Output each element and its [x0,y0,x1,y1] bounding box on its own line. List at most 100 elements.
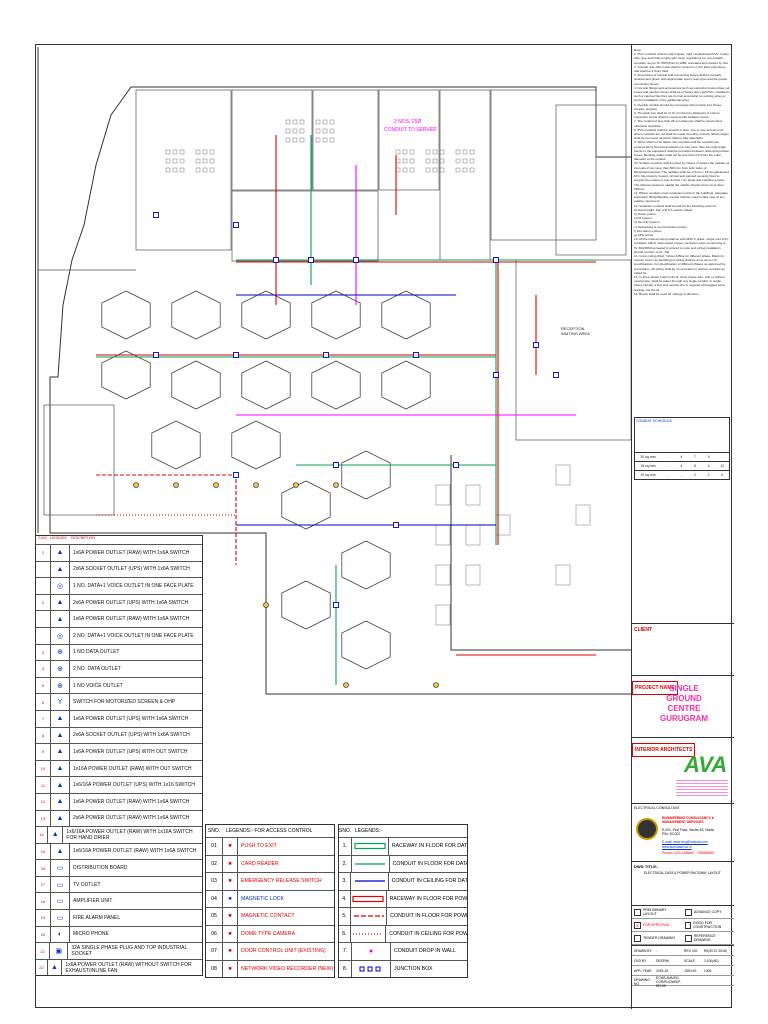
workstation-cluster [231,420,281,470]
chair [395,158,401,164]
plan-label-server-2: CONDUIT TO SERVER [384,127,437,133]
project-label: PROJECT NAME [632,681,678,695]
client-box: CLIENT [632,623,734,675]
legend-symbol-icon: ▣ [49,943,69,959]
chair [462,167,468,173]
conduit-line-icon [349,890,387,907]
workstation-cluster [341,540,391,590]
consultant-logo [636,818,658,840]
conduit-line-icon [351,943,391,960]
legend-row-desc: 1 NO DATA OUTLET [73,649,120,656]
conduit-row-no: 6. [342,930,347,937]
conduit-line-icon [350,908,388,925]
schedule-cell: - [721,455,723,459]
access-symbol-icon: ■ [222,943,238,960]
schedule-cell: 15 sq.mm [640,464,656,468]
legend-row-no: 21 [40,948,45,954]
junction-box [273,257,279,263]
meta-key: APR. YEAR [634,968,652,973]
legend-symbol-icon: ▲ [46,959,63,976]
chair [179,167,185,173]
workstation-cluster [281,480,331,530]
legend-symbol-icon: ▲ [50,843,70,860]
meta-value: - [656,948,658,953]
conduit-row: 4.RACEWAY IN FLOOR FOR POWER [339,889,467,907]
outlet-point [293,482,299,488]
conduit-row-no: 1. [342,843,347,850]
legend-symbol-icon: ▲ [50,760,70,777]
junction-box [533,342,539,348]
chair [292,128,298,134]
legend-symbol-icon: ▲ [50,810,70,827]
status-label: PRELIMINARY LAYOUT [642,908,667,916]
conduit-row-no: 3. [342,878,347,885]
legend-row-no: 18 [40,898,46,904]
conduit-line-icon [350,873,389,890]
access-row-no: 06 [211,930,217,937]
legend-row-desc: 1 NO VOICE OUTLET [73,682,123,689]
chair [315,119,321,125]
conduit-line-icon [350,855,390,872]
status-checkbox [685,908,692,916]
table [465,564,481,586]
chair [455,167,461,173]
chair [395,149,401,155]
chair [469,149,475,155]
outlet-point [213,482,219,488]
legend-row-desc: 2 NO. DATA OUTLET [73,665,121,672]
legend-row-desc: 1x6A POWER OUTLET (RAW) WITH 1x6A SWITCH [73,549,190,556]
access-control-legend: SNO. LEGENDS:- FOR ACCESS CONTROL 01■PUS… [205,824,335,978]
legend-row: 16▭DISTRIBUTION BOARD [36,859,202,876]
workstation-cluster [281,580,331,630]
legend-row: 22▲1x6A POWER OUTLET (RAW) WITHOUT SWITC… [36,958,202,976]
chair [172,149,178,155]
legend-row-no: 6 [41,699,45,705]
access-row-no: 03 [211,878,217,885]
outlet-point [133,482,139,488]
chair [195,149,201,155]
chair [202,167,208,173]
legend-row: 11▲1x6/16A POWER OUTLET (UPS) WITH 1x16 … [36,776,202,793]
table [465,524,481,546]
legend-row: 5⊕1 NO VOICE OUTLET [36,676,202,694]
legend-row-desc: 1 NO. DATA+1 VOICE OUTLET IN ONE FACE PL… [73,582,194,589]
schedule-cell: - [667,464,669,468]
access-symbol-icon: ■ [222,890,238,907]
schedule-cell: 20 sq.mm [640,455,656,459]
conduit-header: SNO. LEGENDS:- [339,825,467,837]
legend-row: 21▣32A SINGLE PHASE PLUG AND TOP INDUSTR… [36,942,202,959]
chair [409,158,415,164]
status-checkbox [685,934,692,942]
status-option: GOOD FOR CONSTRUCTION [683,919,734,932]
chair [299,137,305,143]
conduit-head-no: SNO. [339,828,352,834]
conduit-line-icon [351,960,391,977]
access-row-no: 02 [211,860,217,867]
legend-row-desc: SWITCH FOR MOTORIZED SCREEN & OHP [73,699,176,706]
junction-box [333,462,339,468]
conduit-row: 6.CONDUIT IN CEILING FOR POWER [339,924,467,942]
chair [395,167,401,173]
chair [285,137,291,143]
access-row-no: 04 [211,895,217,902]
status-option: TENDER DRAWING [632,932,683,945]
access-head: LEGENDS:- FOR ACCESS CONTROL [226,828,313,834]
legend-symbol-icon: ▲ [50,744,70,760]
junction-box [153,352,159,358]
status-label: REFERENCE DRAWING [693,934,716,942]
junction-box [233,472,239,478]
chair [209,167,215,173]
access-symbol-icon: ■ [222,908,238,925]
status-option: PRELIMINARY LAYOUT [632,906,683,919]
legend-row: 12▲1x6A POWER OUTLET (RAW) WITH 1x6A SWI… [36,792,202,810]
chair [432,167,438,173]
chair [292,137,298,143]
notes-text: 1. PVC conduits shall be high impact, ri… [634,52,730,296]
outlet-point [173,482,179,488]
junction-box [553,372,559,378]
client-label: CLIENT [634,627,653,633]
legend-symbol-icon: ▲ [50,727,70,744]
access-row: 04■MAGNETIC LOCK [206,889,334,907]
architect-box: INTERIOR ARCHITECTS AVA [632,737,734,803]
